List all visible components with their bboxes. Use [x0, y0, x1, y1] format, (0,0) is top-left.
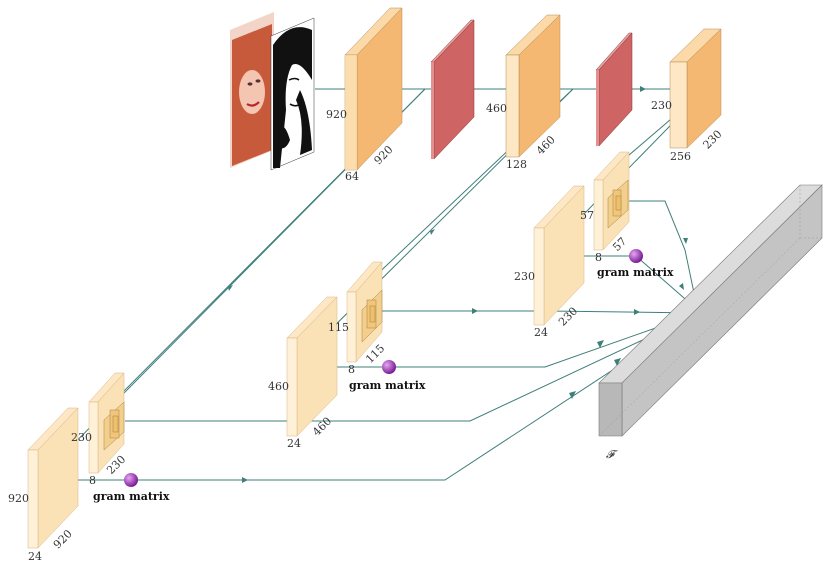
- input-photo: [230, 12, 274, 168]
- branch-1: 920 920 24 230 230 8 gram matrix: [8, 372, 170, 563]
- input-sketch: [270, 17, 315, 171]
- encoder-block-2-width: 128: [506, 158, 527, 171]
- encoder-block-1: 920 920 64: [326, 7, 403, 183]
- branch-3-big-width: 24: [534, 326, 548, 339]
- branch-1-big-height: 920: [8, 492, 29, 505]
- branch-2: 460 460 24 115 115 8 gram matrix: [268, 261, 426, 450]
- branch-3-big-height: 230: [514, 270, 535, 283]
- branch-3-gram-label: gram matrix: [597, 266, 674, 279]
- fusion-label: 𝓕: [606, 448, 618, 461]
- branch-3-small-block: 57 57 8: [580, 151, 630, 264]
- encoder-block-2-height: 460: [486, 102, 507, 115]
- branch-1-gram-label: gram matrix: [93, 490, 170, 503]
- branch-1-big-width: 24: [28, 550, 42, 563]
- gram-matrix-ball-icon: [629, 249, 643, 263]
- portrait-photo-icon: [230, 12, 274, 168]
- encoder-block-3-width: 256: [670, 150, 691, 163]
- branch-2-small-block: 115 115 8: [328, 261, 387, 376]
- branch-1-small-block: 230 230 8: [71, 372, 128, 487]
- branch-3-small-width: 8: [595, 251, 602, 264]
- gram-matrix-ball-icon: [124, 473, 138, 487]
- branch-2-small-width: 8: [348, 363, 355, 376]
- gram-matrix-ball-icon: [382, 360, 396, 374]
- branch-2-small-height: 115: [328, 321, 349, 334]
- branch-3-big-block: 230 230 24: [514, 185, 585, 339]
- fusion-block: 𝓕: [598, 184, 823, 461]
- encoder-block-2: 460 460 128: [486, 14, 561, 171]
- branch-1-big-block: 920 920 24: [8, 407, 79, 563]
- pool-layer-2: [595, 32, 633, 147]
- branch-2-gram-label: gram matrix: [349, 379, 426, 392]
- branch-1-small-height: 230: [71, 431, 92, 444]
- branch-2-big-width: 24: [287, 437, 301, 450]
- encoder-block-3: 230 230 256: [651, 28, 725, 163]
- encoder-block-1-width: 64: [345, 170, 359, 183]
- branch-2-gram-matrix: gram matrix: [349, 360, 426, 392]
- pool-layer-1: [430, 19, 475, 160]
- branch-1-gram-matrix: gram matrix: [93, 473, 170, 503]
- branch-3-gram-matrix: gram matrix: [597, 249, 674, 279]
- branch-3-small-height: 57: [580, 209, 594, 222]
- portrait-sketch-icon: [270, 17, 315, 171]
- encoder-block-1-height: 920: [326, 108, 347, 121]
- encoder-block-3-height: 230: [651, 99, 672, 112]
- branch-1-small-width: 8: [89, 474, 96, 487]
- branch-2-big-block: 460 460 24: [268, 296, 338, 450]
- branch-2-big-height: 460: [268, 380, 289, 393]
- branch-3: 230 230 24 57 57 8 gram matrix: [514, 151, 674, 339]
